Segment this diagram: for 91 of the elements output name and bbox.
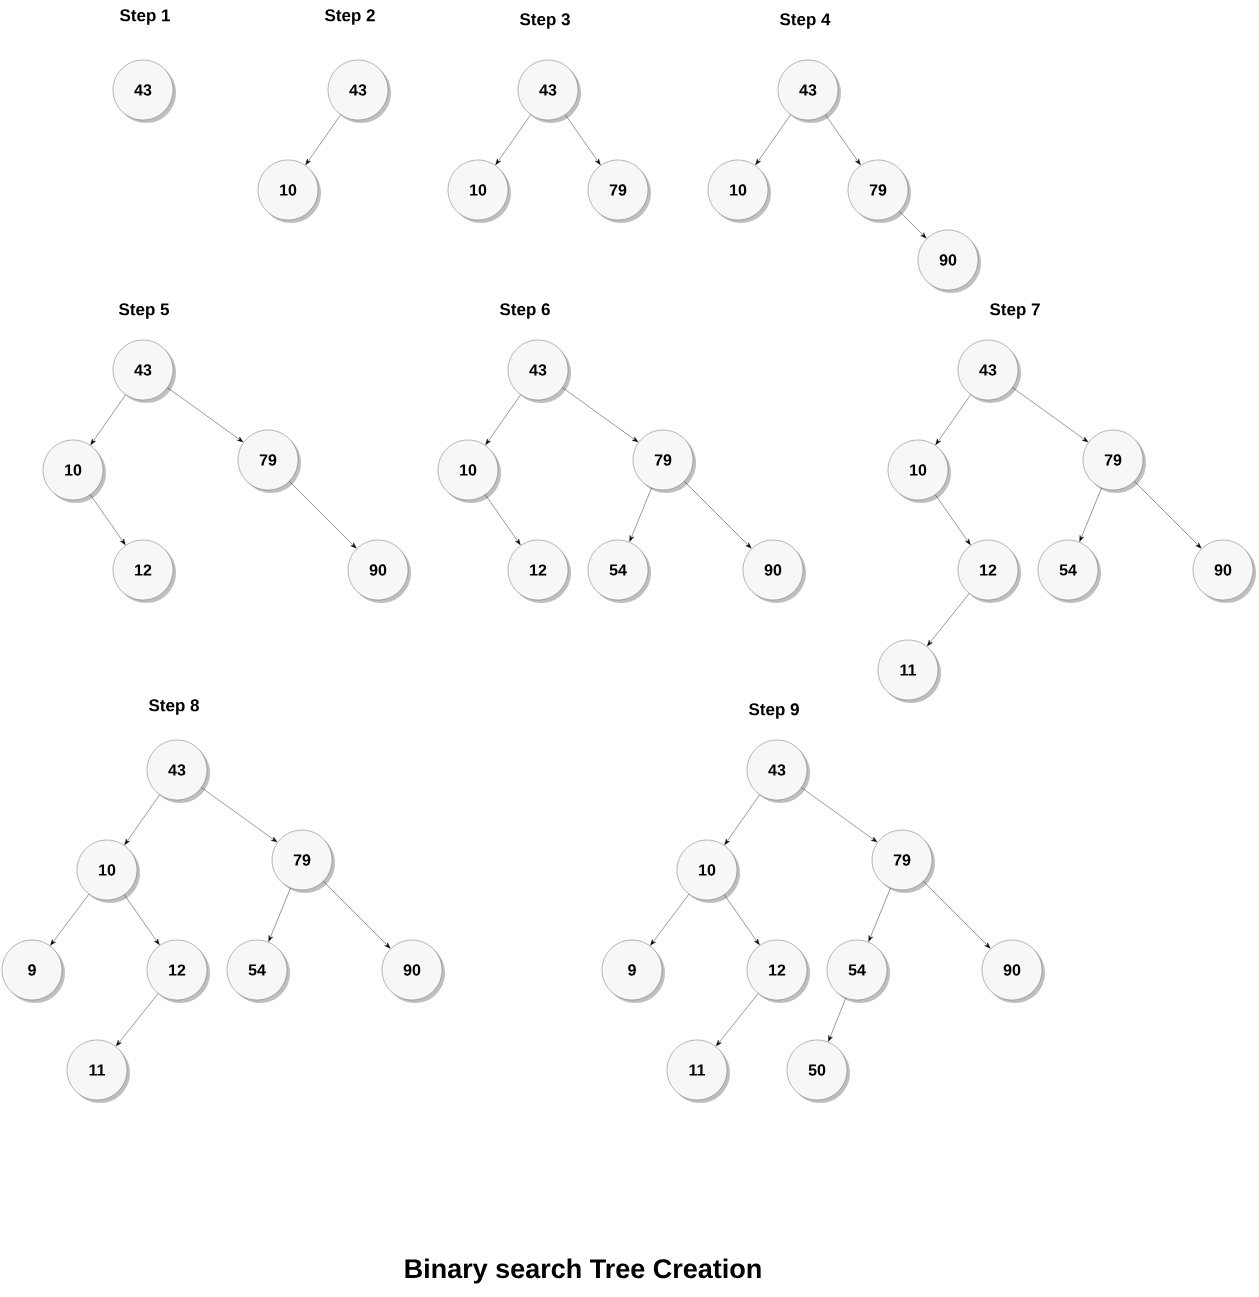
arrow: [724, 794, 760, 845]
tree-node: 43: [112, 59, 176, 123]
arrow: [50, 893, 90, 946]
arrow: [716, 993, 759, 1047]
arrow: [305, 114, 341, 165]
tree-node: 43: [777, 59, 841, 123]
tree-node: 9: [601, 939, 665, 1003]
tree-node: 43: [327, 59, 391, 123]
tree-node: 11: [666, 1039, 730, 1103]
tree-node: 90: [917, 229, 981, 293]
arrow: [1134, 481, 1202, 549]
tree-node: 12: [507, 539, 571, 603]
arrow: [485, 494, 521, 545]
tree-node: 12: [957, 539, 1021, 603]
tree-node: 79: [871, 829, 935, 893]
arrow: [201, 787, 278, 843]
tree-node: 54: [1037, 539, 1101, 603]
step-heading: Step 9: [749, 703, 799, 719]
arrow: [268, 887, 291, 942]
tree-node: 79: [632, 429, 696, 493]
arrow: [899, 211, 927, 239]
tree-node: 79: [847, 159, 911, 223]
arrow: [565, 114, 601, 165]
tree-node: 10: [437, 439, 501, 503]
tree-node: 54: [226, 939, 290, 1003]
tree-node: 10: [76, 839, 140, 903]
step-heading: Step 7: [990, 303, 1040, 319]
caption: Binary search Tree Creation: [405, 1258, 761, 1284]
arrow: [562, 387, 639, 443]
tree-node: 9: [1, 939, 65, 1003]
arrow: [629, 487, 652, 542]
tree-node: 43: [146, 739, 210, 803]
arrow: [116, 993, 159, 1047]
tree-node: 90: [981, 939, 1045, 1003]
arrow: [724, 894, 760, 945]
arrow: [1079, 487, 1102, 542]
tree-node: 11: [66, 1039, 130, 1103]
step-heading: Step 3: [520, 13, 570, 29]
step-heading: Step 8: [149, 699, 199, 715]
arrow: [124, 794, 160, 845]
tree-node: 11: [877, 639, 941, 703]
arrow: [485, 394, 521, 445]
arrow: [289, 481, 357, 549]
tree-node: 43: [507, 339, 571, 403]
tree-node: 54: [587, 539, 651, 603]
arrow: [755, 114, 791, 165]
tree-node: 10: [42, 439, 106, 503]
tree-node: 43: [112, 339, 176, 403]
arrow: [935, 394, 971, 445]
tree-node: 79: [271, 829, 335, 893]
tree-node: 12: [146, 939, 210, 1003]
tree-node: 43: [517, 59, 581, 123]
step-heading: Step 1: [120, 9, 171, 25]
arrow: [868, 887, 891, 942]
arrow: [935, 494, 971, 545]
arrow: [927, 593, 970, 647]
arrow: [323, 881, 391, 949]
tree-node: 10: [676, 839, 740, 903]
tree-node: 79: [587, 159, 651, 223]
tree-node: 43: [746, 739, 810, 803]
tree-node: 90: [1192, 539, 1256, 603]
step-heading: Step 5: [119, 303, 170, 319]
tree-node: 10: [887, 439, 951, 503]
step-heading: Step 2: [325, 9, 375, 25]
tree-node: 90: [742, 539, 806, 603]
arrow: [825, 114, 861, 165]
tree-node: 43: [957, 339, 1021, 403]
tree-node: 79: [1082, 429, 1146, 493]
tree-node: 12: [112, 539, 176, 603]
arrow: [90, 394, 126, 445]
arrow: [801, 787, 878, 843]
tree-node: 10: [707, 159, 771, 223]
tree-node: 10: [257, 159, 321, 223]
arrow: [1012, 387, 1089, 443]
tree-node: 90: [381, 939, 445, 1003]
arrow: [495, 114, 531, 165]
arrow: [167, 387, 244, 443]
tree-node: 79: [237, 429, 301, 493]
arrow: [828, 997, 846, 1042]
step-heading: Step 4: [780, 13, 831, 29]
tree-node: 50: [786, 1039, 850, 1103]
arrow: [650, 893, 690, 946]
step-heading: Step 6: [500, 303, 550, 319]
tree-node: 54: [826, 939, 890, 1003]
tree-node: 10: [447, 159, 511, 223]
tree-node: 90: [347, 539, 411, 603]
arrow: [923, 881, 991, 949]
arrow: [684, 481, 752, 549]
arrow: [124, 894, 160, 945]
arrow: [90, 494, 126, 545]
tree-node: 12: [746, 939, 810, 1003]
